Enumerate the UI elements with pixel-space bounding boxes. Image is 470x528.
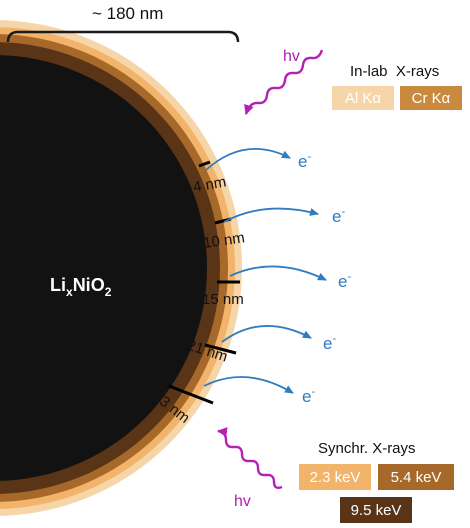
inlab-source-al: Al Kα (332, 86, 394, 110)
synchr-title: Synchr. X-rays (318, 440, 416, 457)
synchr-source-2-3: 2.3 keV (299, 464, 371, 490)
photon-wave-synchr (217, 427, 283, 490)
electron-arrow (223, 207, 319, 223)
depth-tick (198, 160, 211, 168)
electron-label: e- (323, 333, 336, 353)
electron-labels: e- e- e- e- e- (298, 151, 351, 406)
photon-wave-inlab (244, 49, 324, 115)
electron-arrows (203, 147, 327, 394)
depth-label: 10 nm (202, 229, 246, 252)
photon-label-inlab: hv (283, 48, 300, 65)
synchr-source-9-5: 9.5 keV (340, 497, 412, 523)
size-label: ~ 180 nm (92, 4, 164, 23)
core-label: LixNiO2 (50, 275, 112, 299)
depth-tick (204, 343, 237, 355)
depth-label: 15 nm (202, 291, 244, 308)
particle-core (0, 55, 207, 481)
electron-arrow (221, 325, 312, 343)
electron-label: e- (298, 151, 311, 171)
size-bracket (6, 30, 240, 43)
photon-label-synchr: hv (234, 493, 251, 510)
electron-arrow (205, 147, 291, 171)
electron-arrow (229, 265, 327, 281)
electron-label: e- (338, 271, 351, 291)
particle (0, 20, 242, 516)
electron-label: e- (302, 386, 315, 406)
depth-label: 4 nm (192, 173, 228, 196)
synchr-source-5-4: 5.4 keV (378, 464, 454, 490)
electron-label: e- (332, 206, 345, 226)
inlab-source-cr: Cr Kα (400, 86, 462, 110)
electron-arrow (203, 376, 294, 394)
inlab-title: In-lab X-rays (350, 63, 440, 80)
depth-tick (168, 384, 214, 405)
